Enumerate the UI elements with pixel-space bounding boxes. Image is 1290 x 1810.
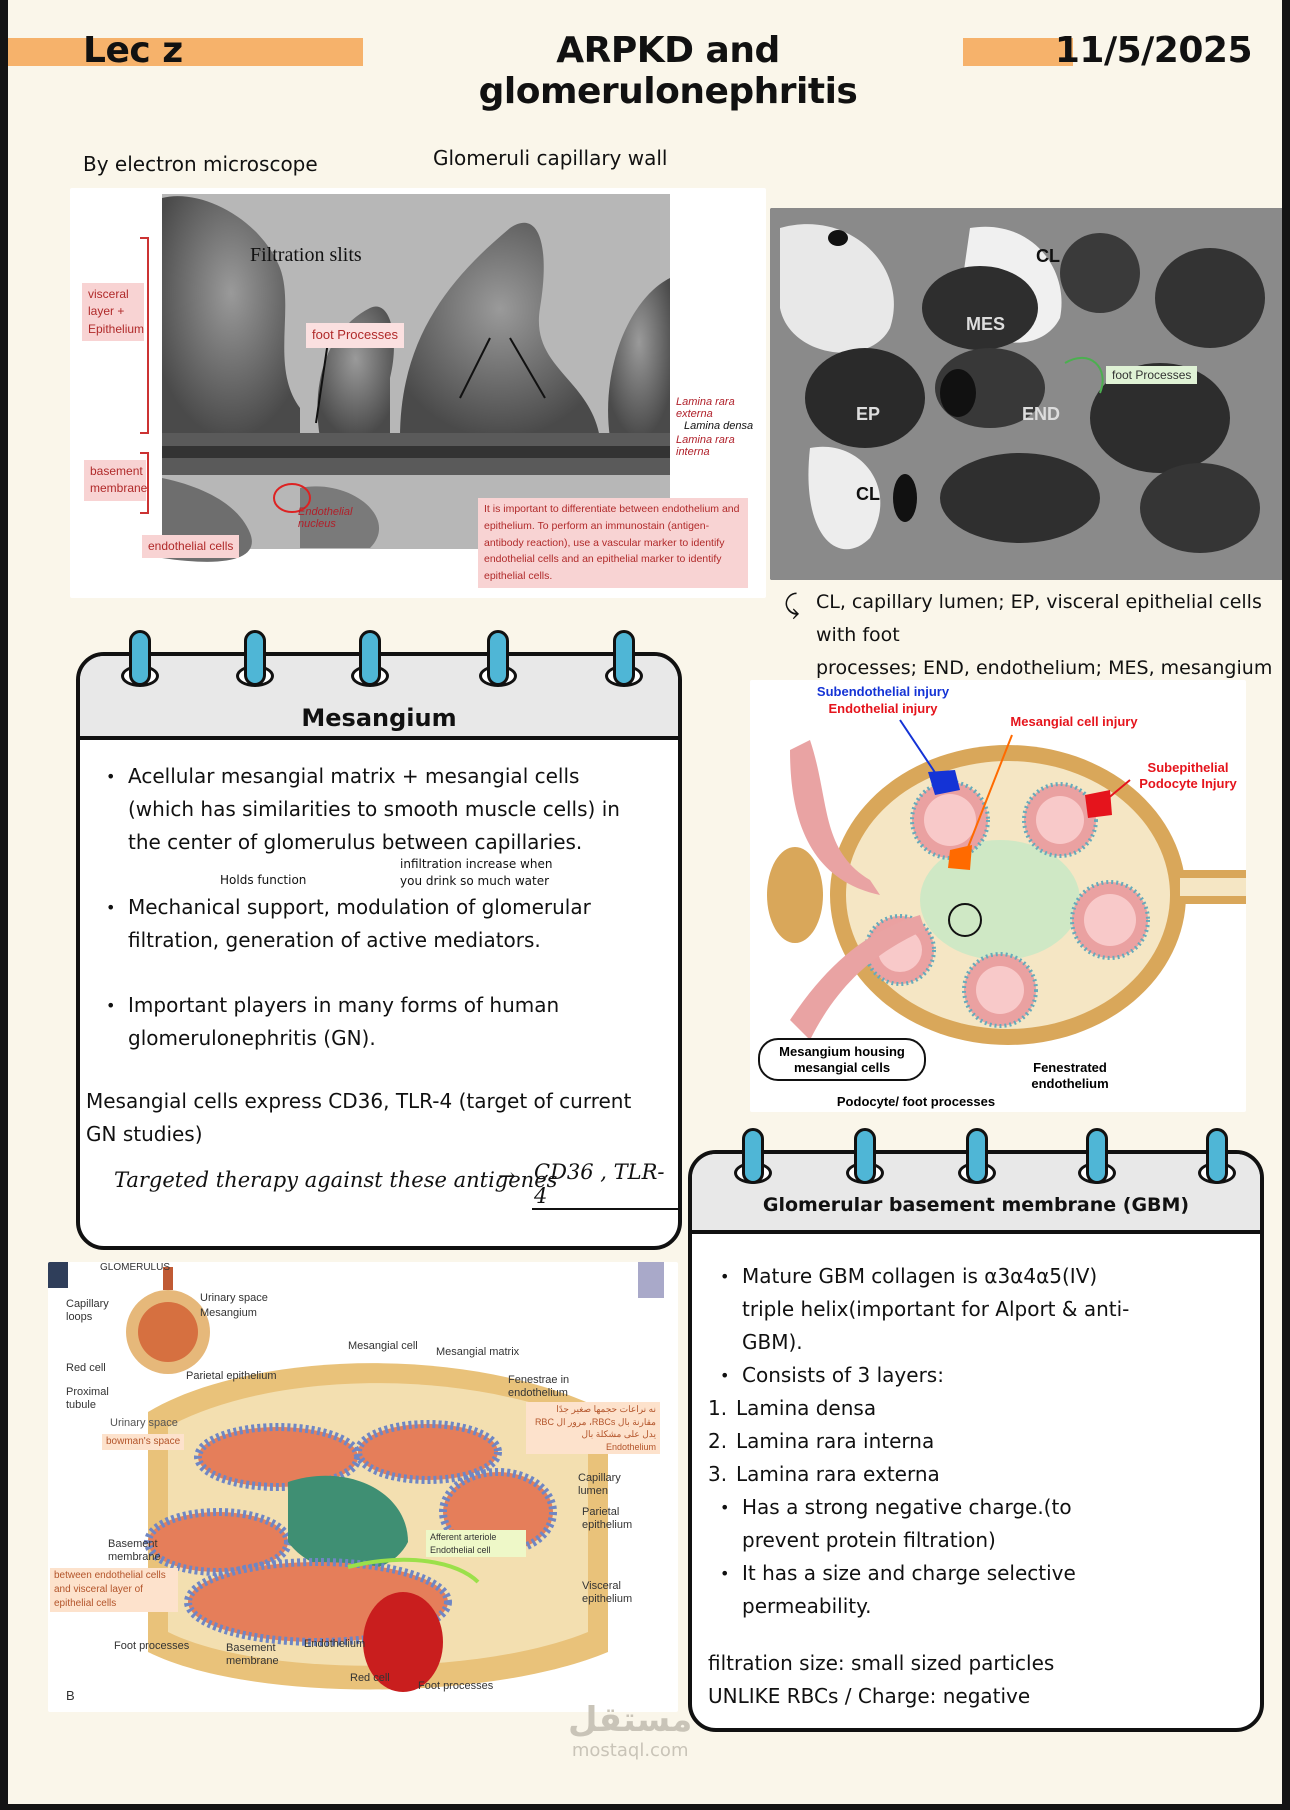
em-glomerulus-image: CL MES EP END CL foot Processes xyxy=(770,208,1282,580)
em-capillary-wall-image: Filtration slits foot Processes visceral… xyxy=(70,188,766,598)
gbm-bullet-3: Has a strong negative charge.(to prevent… xyxy=(708,1491,1148,1557)
parietal-epithelium-top-label: Parietal epithelium xyxy=(186,1370,277,1382)
basement-membrane-bottom-label: Basement membrane xyxy=(226,1642,279,1668)
subendothelial-label: Subendothelial injury xyxy=(816,684,950,699)
gbm-title: Glomerular basement membrane (GBM) xyxy=(692,1154,1260,1234)
visceral-layer-tag: visceral layer + Epithelium xyxy=(82,283,144,342)
glomerulus-graphic xyxy=(48,1262,664,1692)
afferent-note: Afferent arteriole Endothelial cell xyxy=(426,1530,526,1558)
glomerulus-heading: GLOMERULUS xyxy=(100,1262,171,1273)
mesangium-express-note: Mesangial cells express CD36, TLR-4 (tar… xyxy=(86,1089,632,1146)
urinary-space-top-label: Urinary space xyxy=(200,1292,268,1304)
proximal-tubule-label: Proximal tubule xyxy=(66,1386,109,1412)
red-cell-bottom-label: Red cell xyxy=(350,1672,390,1684)
immunostain-note: It is important to differentiate between… xyxy=(478,498,748,588)
endothelium-label: Endothelium xyxy=(304,1638,366,1650)
ep-label: EP xyxy=(856,404,881,424)
filtration-slits-label: Filtration slits xyxy=(250,244,362,266)
gbm-body: Mature GBM collagen is α3α4α5(IV) triple… xyxy=(708,1260,1148,1713)
mesangium-housing-label: Mesangium housing mesangial cells xyxy=(758,1038,926,1082)
visceral-epithelium-label: Visceral epithelium xyxy=(582,1580,633,1606)
cl-top-label: CL xyxy=(1036,246,1060,266)
mesangium-bullet-1: Acellular mesangial matrix + mesangial c… xyxy=(94,760,634,859)
holds-function-note: Holds function xyxy=(220,873,307,887)
lecture-label: Lec z xyxy=(83,30,183,71)
between-note: between endothelial cells and visceral l… xyxy=(50,1568,178,1612)
glomerulus-diagram: GLOMERULUS Capillary loops Urinary space… xyxy=(48,1262,678,1712)
mesangial-injury-label: Mesangial cell injury xyxy=(1010,714,1138,729)
infiltration-note: infiltration increase when you drink so … xyxy=(400,857,553,888)
gbm-layer-2: 2.Lamina rara interna xyxy=(708,1429,935,1453)
gbm-layer-3: 3.Lamina rara externa xyxy=(708,1462,940,1486)
gbm-footer-note: filtration size: small sized particles U… xyxy=(708,1651,1055,1708)
endothelial-cells-tag: endothelial cells xyxy=(142,535,240,559)
em-right-graphic xyxy=(770,208,1282,580)
fenestrated-label: Fenestrated endothelium xyxy=(1031,1060,1109,1091)
watermark: مستقل mostaql.com xyxy=(568,1700,693,1761)
targeted-therapy-note: Targeted therapy against these antigenes xyxy=(114,1168,558,1192)
capillary-loops-label: Capillary loops xyxy=(66,1298,109,1324)
gbm-layer-1: 1.Lamina densa xyxy=(708,1396,877,1420)
parietal-epithelium-label: Parietal epithelium xyxy=(582,1506,633,1532)
mesangium-body: Acellular mesangial matrix + mesangial c… xyxy=(86,760,634,1151)
endothelial-injury-label: Endothelial injury xyxy=(828,701,938,716)
mesangial-cell-label: Mesangial cell xyxy=(348,1340,418,1352)
foot-processes-left-label: Foot processes xyxy=(114,1640,190,1652)
gbm-bullet-1: Mature GBM collagen is α3α4α5(IV) triple… xyxy=(708,1260,1148,1359)
panel-letter: B xyxy=(66,1688,75,1703)
gbm-bullet-2: Consists of 3 layers: xyxy=(708,1359,1148,1392)
targeted-antigens: CD36 , TLR-4 xyxy=(532,1160,678,1210)
mesangium-top-label: Mesangium xyxy=(200,1307,257,1319)
lamina-densa-note: Lamina densa xyxy=(684,420,754,432)
page-date: 11/5/2025 xyxy=(1054,30,1253,71)
page-title: ARPKD and glomerulonephritis xyxy=(478,30,858,112)
foot-processes-tag: foot Processes xyxy=(306,323,404,348)
mes-label: MES xyxy=(966,314,1006,334)
subepithelial-label: Subepithelial Podocyte Injury xyxy=(1139,760,1237,791)
basement-membrane-left-label: Basement membrane xyxy=(108,1538,161,1564)
caption-capillary-wall: Glomeruli capillary wall xyxy=(433,146,668,170)
lamina-rara-interna-note: Lamina rara interna xyxy=(676,434,735,459)
fenestrae-label: Fenestrae in endothelium xyxy=(508,1374,570,1400)
endothelial-nucleus-note: Endothelial nucleus xyxy=(298,506,353,531)
basement-membrane-tag: basement membrane xyxy=(84,460,147,501)
foot-processes-bottom-label: Foot processes xyxy=(418,1680,494,1692)
red-cell-top-label: Red cell xyxy=(66,1362,106,1374)
em-right-caption: CL, capillary lumen; EP, visceral epithe… xyxy=(816,591,1273,679)
podocyte-label: Podocyte/ foot processes xyxy=(836,1094,996,1109)
foot-processes-green-tag: foot Processes xyxy=(1106,366,1198,384)
bowmans-space-tag: bowman's space xyxy=(102,1434,185,1450)
gbm-bullet-4: It has a size and charge selective perme… xyxy=(708,1557,1148,1623)
mesangium-bullet-3: Important players in many forms of human… xyxy=(94,989,634,1055)
em-wall-graphic xyxy=(140,194,670,562)
mesangial-matrix-label: Mesangial matrix xyxy=(436,1346,520,1358)
caption-electron-microscope: By electron microscope xyxy=(83,152,318,176)
cl-bottom-label: CL xyxy=(856,484,880,504)
curved-arrow-icon: ⤹ xyxy=(784,590,800,620)
injury-graphic xyxy=(767,719,1246,1045)
urinary-space-label: Urinary space xyxy=(110,1417,178,1429)
capillary-lumen-label: Capillary lumen xyxy=(578,1472,621,1498)
end-label: END xyxy=(1022,404,1061,424)
arabic-note: نه نراعات حجمها صغير جدًا مقارنة بال RBC… xyxy=(526,1402,660,1455)
lamina-rara-externa-note: Lamina rara externa xyxy=(676,396,735,421)
injury-diagram: Subendothelial injury Endothelial injury… xyxy=(750,680,1246,1112)
gbm-card: Glomerular basement membrane (GBM) Matur… xyxy=(688,1150,1264,1732)
mesangium-bullet-2: Mechanical support, modulation of glomer… xyxy=(94,891,634,957)
mesangium-card: Mesangium Acellular mesangial matrix + m… xyxy=(76,652,682,1250)
